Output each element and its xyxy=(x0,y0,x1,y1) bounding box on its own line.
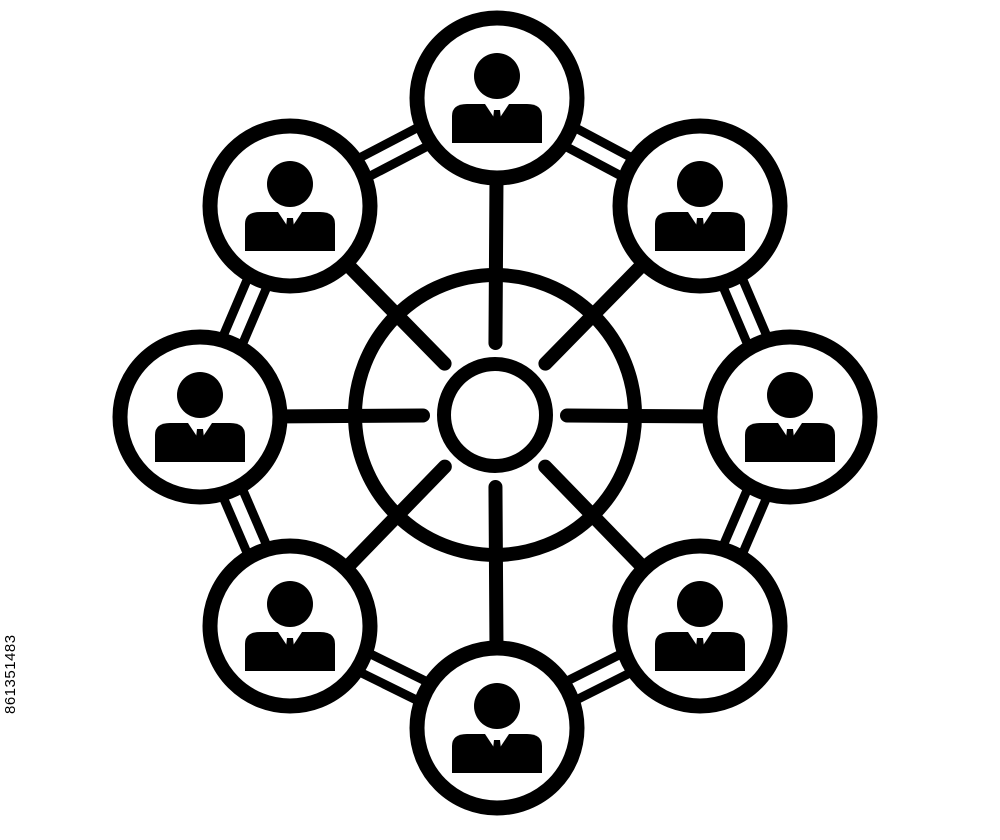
spoke xyxy=(559,408,712,424)
head xyxy=(474,53,520,99)
tie xyxy=(695,638,705,662)
person-icon xyxy=(745,372,835,462)
head xyxy=(677,161,723,207)
tie xyxy=(785,429,795,453)
head xyxy=(267,161,313,207)
hub-inner-circle xyxy=(437,357,553,473)
head xyxy=(267,581,313,627)
nodes xyxy=(112,10,878,816)
person-node-1 xyxy=(409,10,585,186)
spoke xyxy=(343,260,452,371)
person-icon xyxy=(155,372,245,462)
person-icon xyxy=(452,53,542,143)
person-node-4 xyxy=(612,538,788,714)
person-icon xyxy=(655,161,745,251)
spokes xyxy=(278,176,712,650)
person-node-6 xyxy=(202,538,378,714)
spoke xyxy=(488,479,504,650)
tie xyxy=(695,218,705,242)
stock-id-watermark: 861351483 xyxy=(2,634,19,714)
head xyxy=(177,372,223,418)
person-icon xyxy=(245,581,335,671)
person-node-3 xyxy=(702,329,878,505)
head xyxy=(677,581,723,627)
person-node-2 xyxy=(612,118,788,294)
person-icon xyxy=(245,161,335,251)
person-icon xyxy=(452,683,542,773)
person-node-8 xyxy=(202,118,378,294)
spoke xyxy=(278,408,431,424)
spoke xyxy=(538,260,647,371)
spoke xyxy=(488,176,504,351)
spoke xyxy=(342,459,452,572)
head xyxy=(767,372,813,418)
person-node-5 xyxy=(409,640,585,816)
tie xyxy=(285,638,295,662)
person-node-7 xyxy=(112,329,288,505)
tie xyxy=(492,110,502,134)
person-icon xyxy=(655,581,745,671)
tie xyxy=(285,218,295,242)
spoke xyxy=(538,459,648,572)
head xyxy=(474,683,520,729)
tie xyxy=(195,429,205,453)
tie xyxy=(492,740,502,764)
